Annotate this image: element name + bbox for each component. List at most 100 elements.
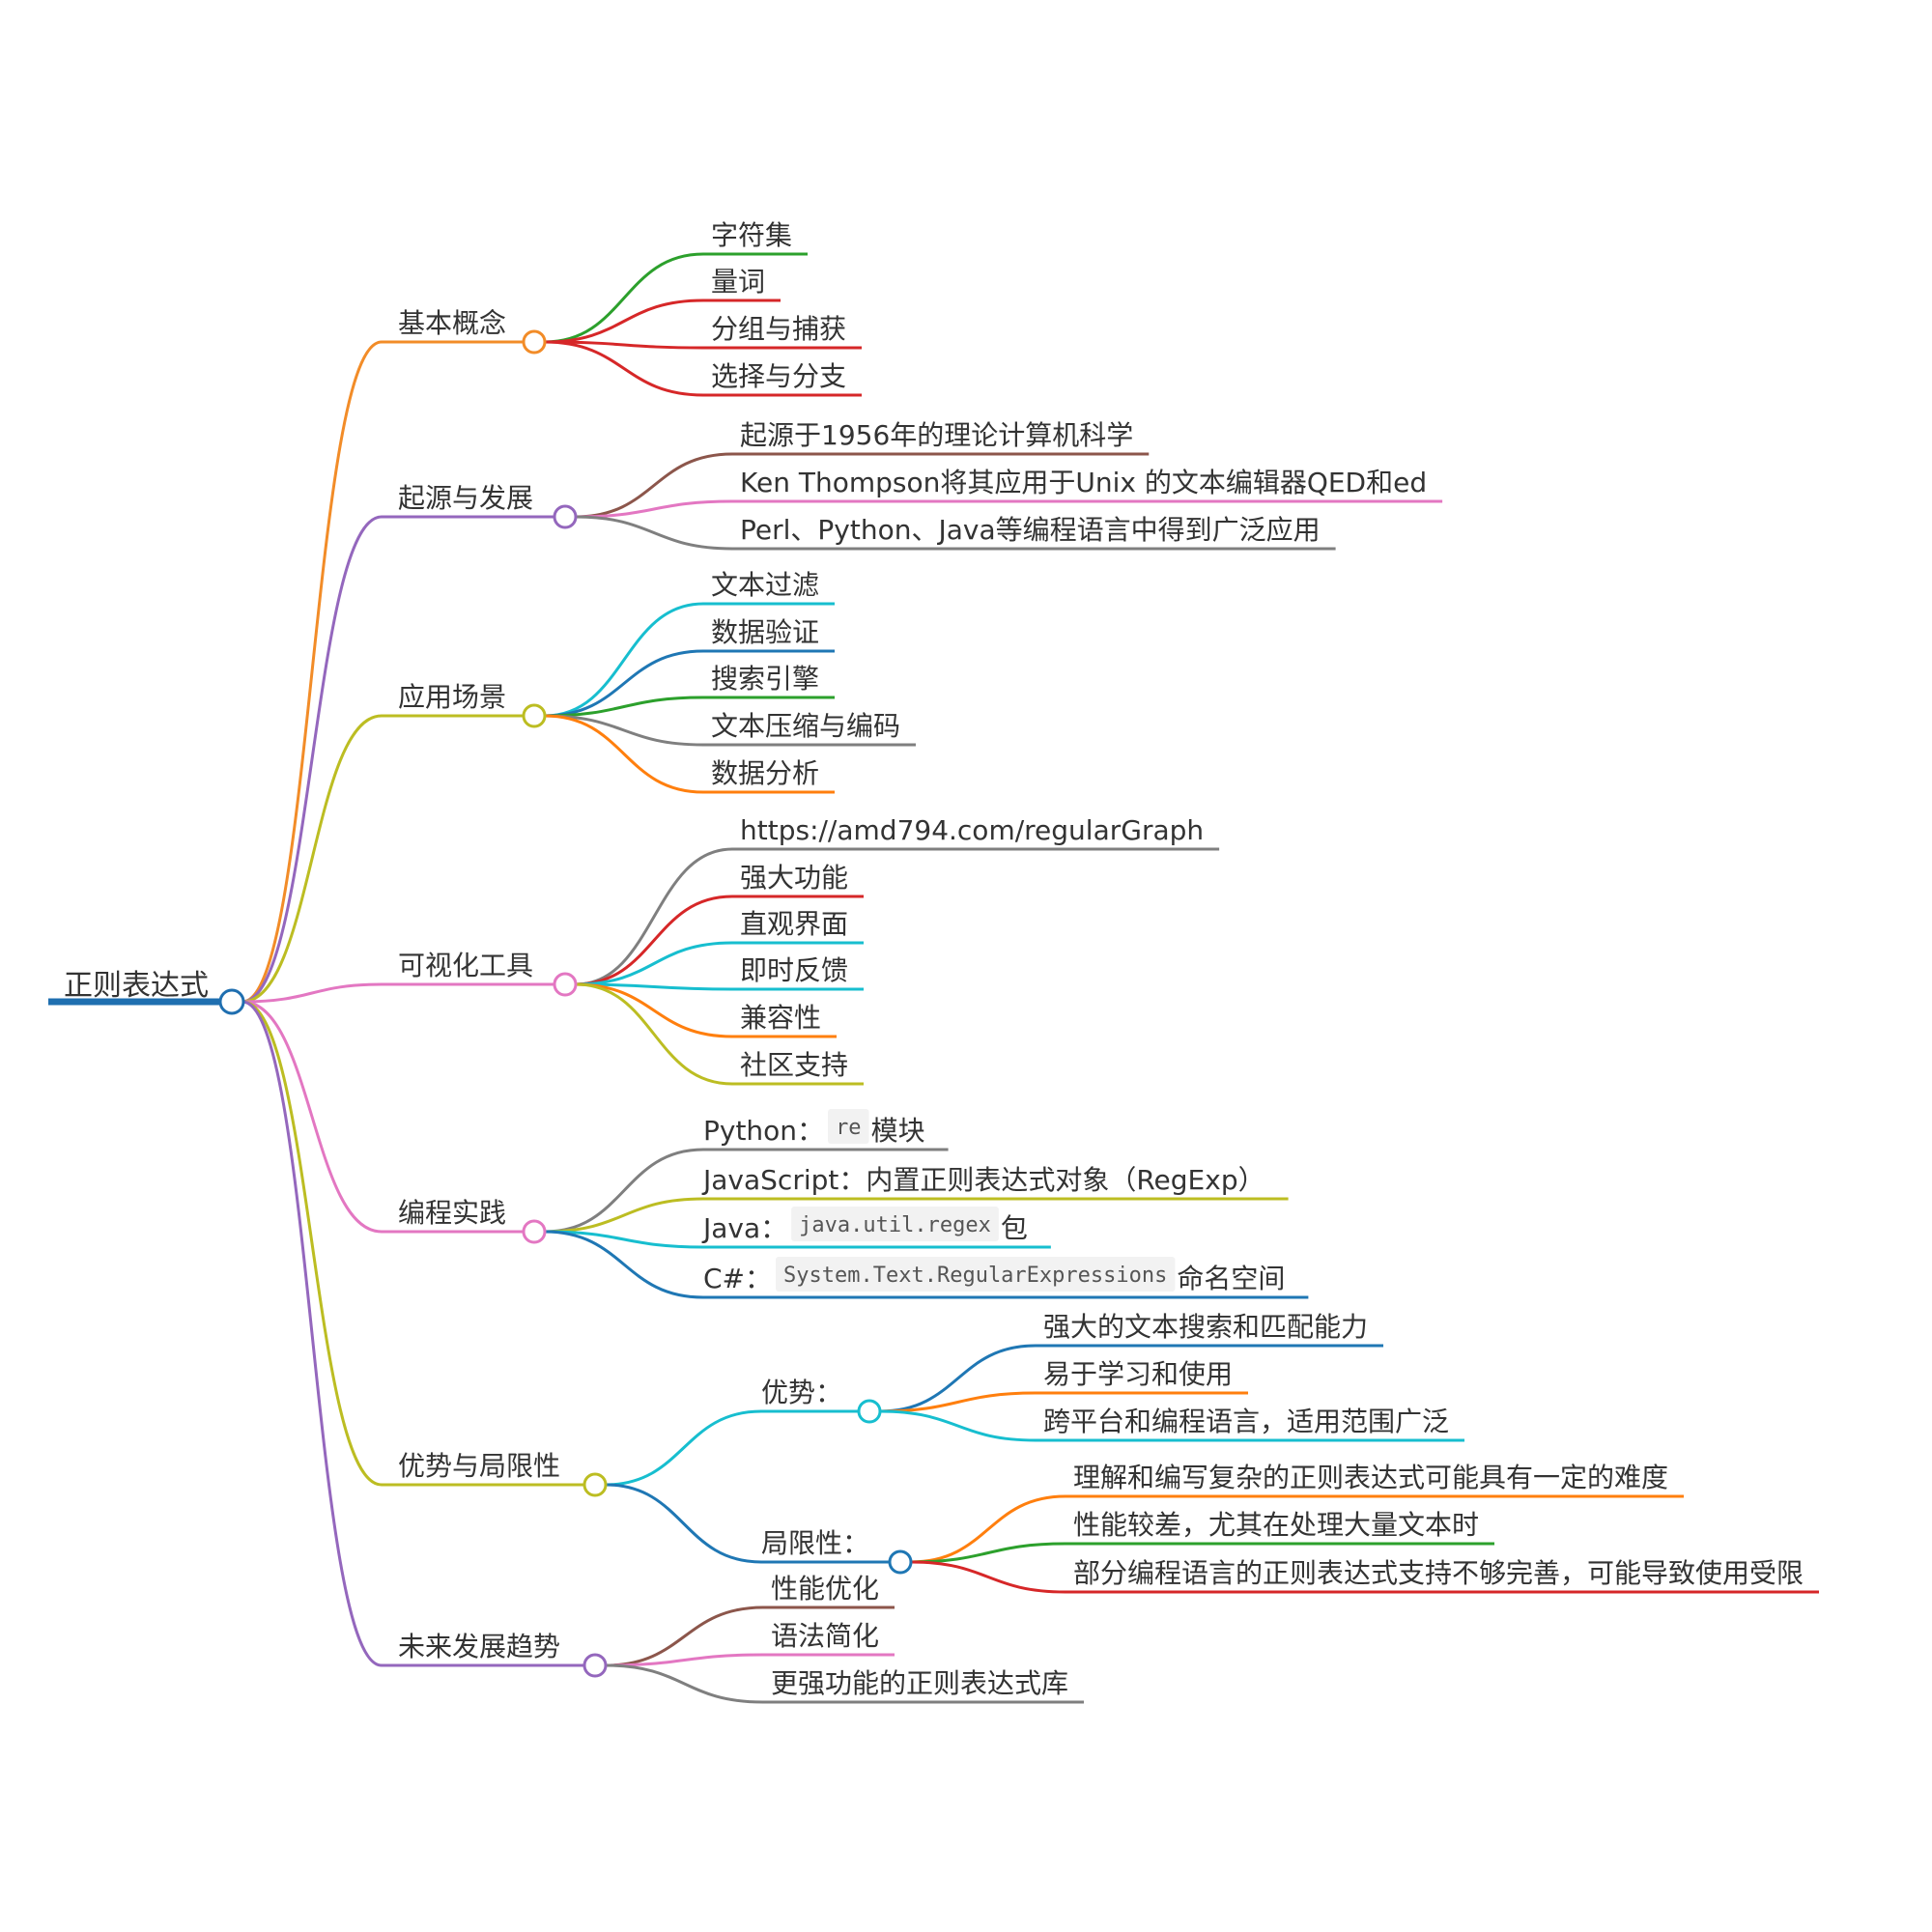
- node-circle-origin[interactable]: [553, 504, 578, 529]
- edge-sub-1: [604, 1483, 763, 1564]
- leaf-label: 理解和编写复杂的正则表达式可能具有一定的难度: [1073, 1462, 1668, 1493]
- edge-leaf: [574, 515, 734, 551]
- leaf-label: 社区支持: [740, 1049, 848, 1081]
- edge-leaf: [878, 1391, 1037, 1413]
- code-chip: [828, 1109, 869, 1144]
- edge-root-practice: [241, 1000, 384, 1234]
- node-circle-tools[interactable]: [553, 972, 578, 997]
- edge-leaf: [604, 1605, 765, 1667]
- edge-leaf: [543, 1230, 705, 1299]
- leaf-label: 直观界面: [740, 908, 848, 940]
- edge-leaf: [543, 696, 705, 718]
- sub-branch-label-0: 优势：: [761, 1377, 842, 1408]
- edge-leaf: [543, 340, 705, 397]
- edge-root-origin: [241, 515, 384, 1004]
- code-text: java.util.regex: [799, 1213, 991, 1237]
- leaf-label: 起源于1956年的理论计算机科学: [740, 419, 1133, 451]
- branch-label-future: 未来发展趋势: [398, 1631, 560, 1662]
- edge-root-tools: [241, 982, 384, 1004]
- leaf-label: Python： re 模块: [703, 1109, 925, 1147]
- edge-leaf: [909, 1560, 1067, 1594]
- leaf-label: C#： System.Text.RegularExpressions 命名空间: [703, 1257, 1285, 1294]
- edge-leaf: [543, 298, 705, 344]
- leaf-text: 包: [1001, 1212, 1028, 1244]
- leaf-text: 模块: [871, 1115, 925, 1147]
- edge-leaf: [543, 340, 705, 350]
- leaf-label: 语法简化: [771, 1620, 879, 1652]
- code-text: System.Text.RegularExpressions: [783, 1264, 1167, 1288]
- branch-label-basic: 基本概念: [398, 307, 506, 339]
- edge-leaf: [574, 499, 734, 519]
- branch-label-practice: 编程实践: [398, 1197, 506, 1229]
- branch-practice: 编程实践 Python： re 模块 JavaScript：内置正则表达式对象（RegE…: [241, 1000, 1309, 1299]
- leaf-text: Java：: [701, 1212, 787, 1244]
- edge-root-future: [241, 1000, 384, 1667]
- edge-leaf: [543, 1197, 705, 1234]
- edge-leaf: [543, 714, 705, 794]
- leaf-text: 命名空间: [1177, 1263, 1285, 1294]
- edge-leaf: [878, 1344, 1037, 1413]
- branch-label-prosCons: 优势与局限性: [398, 1450, 560, 1482]
- leaf-label: 易于学习和使用: [1043, 1358, 1233, 1390]
- leaf-label: JavaScript：内置正则表达式对象（RegExp）: [701, 1164, 1265, 1196]
- branch-label-scenes: 应用场景: [398, 681, 506, 713]
- edge-leaf: [909, 1494, 1067, 1564]
- edge-leaf: [543, 252, 705, 344]
- branch-tools: 可视化工具https://amd794.com/regularGraph强大功能…: [241, 814, 1220, 1086]
- code-text: re: [836, 1116, 862, 1140]
- leaf-text: JavaScript：内置正则表达式对象（RegExp）: [701, 1164, 1265, 1196]
- edge-leaf: [574, 895, 734, 986]
- leaf-label: 兼容性: [740, 1002, 821, 1034]
- edge-leaf: [574, 982, 734, 1086]
- leaf-text: Python：: [703, 1115, 824, 1147]
- leaf-label: 更强功能的正则表达式库: [771, 1667, 1068, 1699]
- edge-leaf: [543, 1230, 705, 1249]
- edge-sub-0: [604, 1409, 763, 1487]
- leaf-label: 即时反馈: [740, 954, 848, 986]
- edge-leaf: [543, 602, 705, 718]
- branch-label-origin: 起源与发展: [398, 482, 533, 514]
- edge-leaf: [909, 1542, 1067, 1564]
- branch-prosCons: 优势与局限性优势：强大的文本搜索和匹配能力易于学习和使用跨平台和编程语言，适用范…: [241, 1000, 1820, 1594]
- leaf-label: 分组与捕获: [711, 313, 846, 345]
- branch-label-tools: 可视化工具: [398, 950, 533, 981]
- node-circle-practice[interactable]: [522, 1219, 547, 1244]
- edge-leaf: [574, 982, 734, 1038]
- leaf-label: Perl、Python、Java等编程语言中得到广泛应用: [740, 514, 1321, 546]
- node-circle-prosCons[interactable]: [582, 1472, 608, 1497]
- leaf-label: 性能较差，尤其在处理大量文本时: [1073, 1509, 1479, 1541]
- root-node-circle[interactable]: [218, 988, 245, 1015]
- code-chip: [791, 1207, 999, 1241]
- sub-branch-1: 局限性： 理解和编写复杂的正则表达式可能具有一定的难度性能较差，尤其在处理大量文本…: [604, 1462, 1820, 1594]
- leaf-label: 字符集: [711, 219, 792, 251]
- leaf-label: 文本压缩与编码: [711, 710, 900, 742]
- edge-leaf: [604, 1653, 765, 1667]
- edge-root-scenes: [241, 714, 384, 1004]
- sub-branch-label-1: 局限性：: [761, 1527, 869, 1559]
- edge-leaf: [543, 1148, 705, 1234]
- node-circle-basic[interactable]: [522, 329, 547, 355]
- leaf-label: 量词: [711, 266, 765, 298]
- leaf-label: 性能优化: [771, 1573, 879, 1605]
- node-circle[interactable]: [888, 1549, 913, 1575]
- leaf-label: 搜索引擎: [711, 663, 819, 695]
- leaf-label: Java： java.util.regex 包: [701, 1207, 1028, 1244]
- node-circle-future[interactable]: [582, 1653, 608, 1678]
- edge-leaf: [543, 714, 705, 747]
- node-circle-scenes[interactable]: [522, 703, 547, 728]
- edge-leaf: [574, 847, 734, 986]
- leaf-text: C#：: [703, 1263, 772, 1294]
- leaf-label: 部分编程语言的正则表达式支持不够完善，可能导致使用受限: [1073, 1557, 1804, 1589]
- node-circle[interactable]: [857, 1399, 882, 1424]
- edge-root-basic: [241, 340, 384, 1004]
- edge-leaf: [574, 982, 734, 991]
- leaf-label: 选择与分支: [711, 360, 846, 392]
- leaf-label: 强大的文本搜索和匹配能力: [1043, 1311, 1368, 1343]
- leaf-label: 强大功能: [740, 862, 848, 894]
- edge-leaf: [878, 1409, 1037, 1442]
